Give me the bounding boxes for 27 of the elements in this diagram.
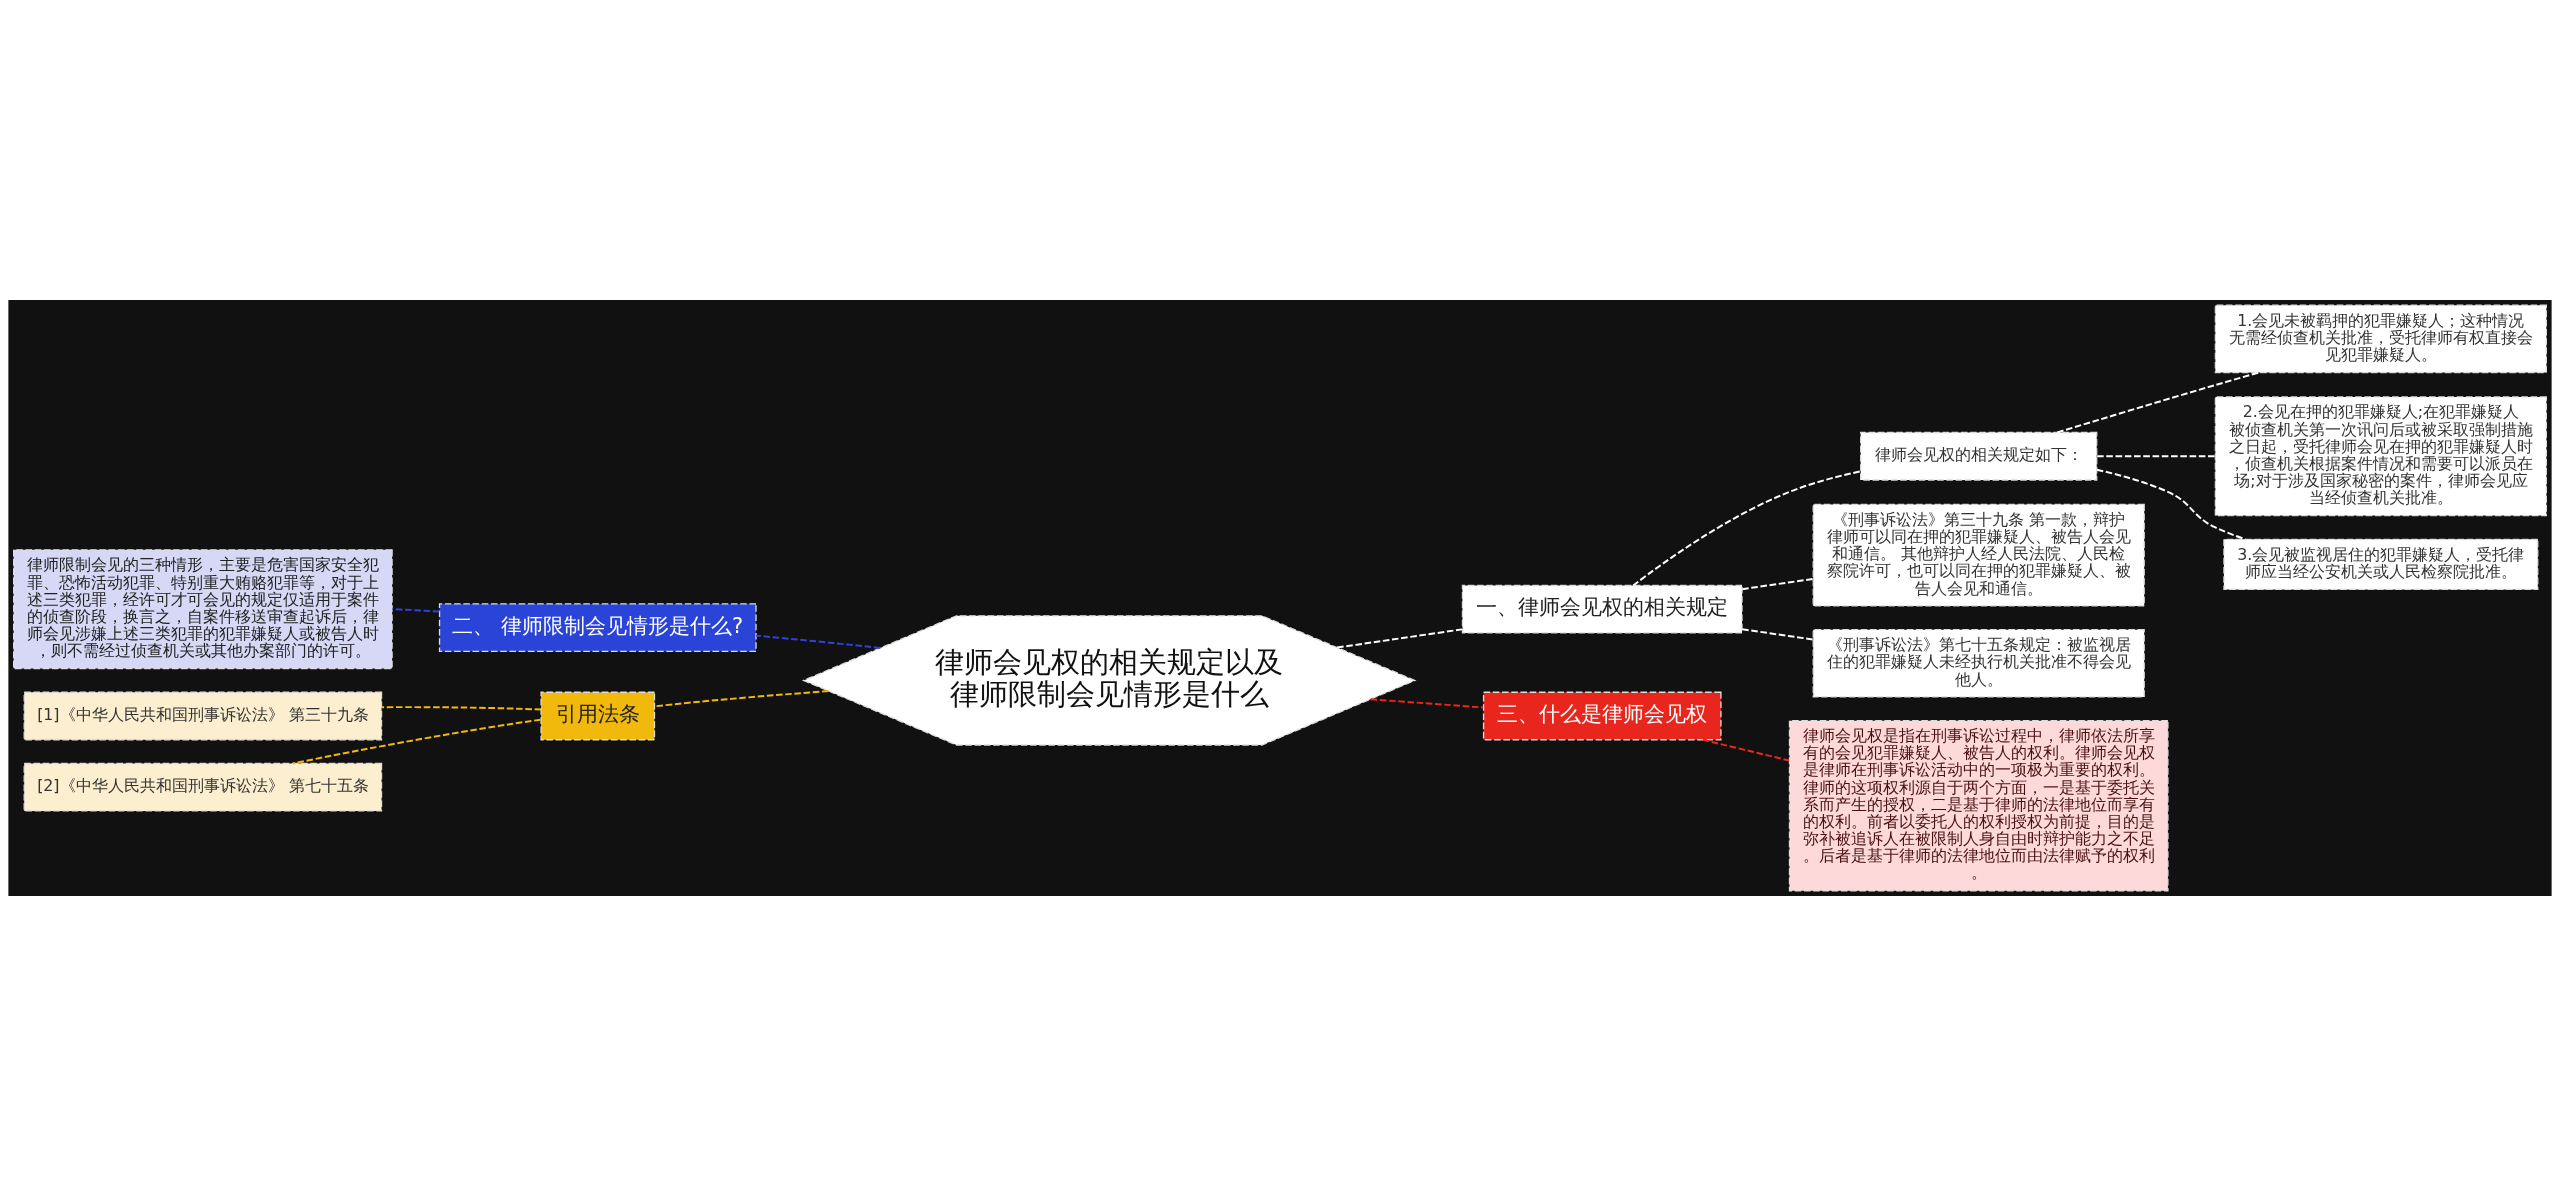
node-box: 一、律师会见权的相关规定: [1461, 584, 1743, 634]
node-box: 3.会见被监视居住的犯罪嫌疑人，受托律师应当经公安机关或人民检察院批准。: [2223, 538, 2539, 590]
connector: [1632, 469, 1862, 586]
connector: [1701, 738, 1791, 761]
connector: [2095, 468, 2247, 540]
node-box: 律师限制会见的三种情形，主要是危害国家安全犯罪、恐怖活动犯罪、特别重大贿赂犯罪等，对于上述三类犯罪，经许可才可会见的规定仅适用于案件的侦查阶段，换言之，自案件移送审查起诉后，律师会见涉嫌上述三类犯罪的犯罪嫌疑人或被告人时，则不需经过侦查机关或其他办案部门的许可。: [13, 548, 393, 669]
node-box: [1]《中华人民共和国刑事诉讼法》 第三十九条: [23, 691, 383, 740]
node-box: 律师会见权的相关规定如下：: [1860, 431, 2098, 481]
node-box: 《刑事诉讼法》第三十九条 第一款，辩护律师可以同在押的犯罪嫌疑人、被告人会见和通信。 其他辩护人经人民法院、人民检察院许可，也可以同在押的犯罪嫌疑人、被告人会见和通信。: [1812, 503, 2145, 607]
node-box: 二、 律师限制会见情形是什么?: [438, 602, 757, 652]
connector: [2056, 371, 2260, 433]
connector: [391, 607, 441, 612]
node-box: 引用法条: [540, 691, 656, 740]
connector: [1336, 627, 1464, 648]
connector: [380, 705, 542, 711]
connector: [1741, 627, 1814, 640]
connector: [1369, 697, 1485, 708]
node-box: 1.会见未被羁押的犯罪嫌疑人；这种情况无需经侦查机关批准，受托律师有权直接会见犯罪嫌疑人。: [2214, 304, 2547, 373]
node-box: 《刑事诉讼法》第七十五条规定：被监视居住的犯罪嫌疑人未经执行机关批准不得会见他人。: [1812, 628, 2145, 698]
node-box: 三、什么是律师会见权: [1482, 691, 1722, 740]
connector: [755, 634, 882, 649]
node-box: 2.会见在押的犯罪嫌疑人;在犯罪嫌疑人被侦查机关第一次讯问后或被采取强制措施之日起，受托律师会见在押的犯罪嫌疑人时，侦查机关根据案件情况和需要可以派员在场;对于涉及国家秘密的案件，律师会见应当经侦查机关批准。: [2214, 395, 2547, 516]
node-box: [2]《中华人民共和国刑事诉讼法》 第七十五条: [23, 762, 383, 812]
connector: [1741, 577, 1814, 590]
connector: [2096, 454, 2217, 457]
node-box: 律师会见权是指在刑事诉讼过程中，律师依法所享有的会见犯罪嫌疑人、被告人的权利。律师会见权是律师在刑事诉讼活动中的一项极为重要的权利。律师的这项权利源自于两个方面，一是基于委托关系而产生的授权，二是基于律师的法律地位而享有的权利。前者以委托人的权利授权为前提，目的是弥补被追诉人在被限制人身自由时辩护能力之不足。后者是基于律师的法律地位而由法律赋予的权利。: [1788, 719, 2169, 891]
connector: [653, 689, 830, 707]
